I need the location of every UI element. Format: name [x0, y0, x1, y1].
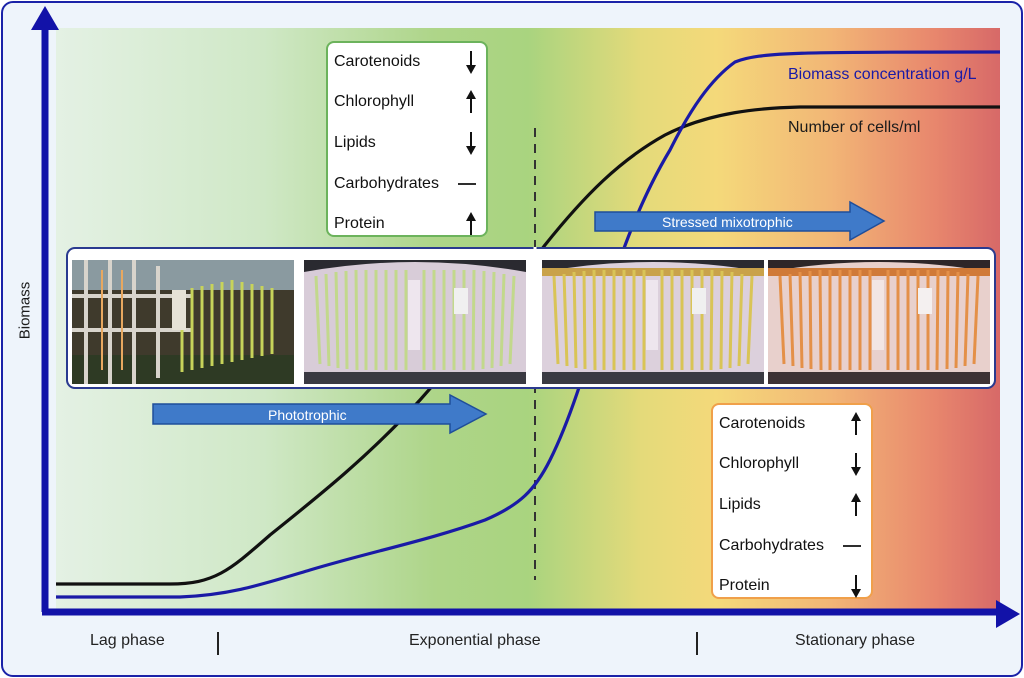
- phase-label-exponential: Exponential phase: [409, 632, 541, 649]
- photobioreactor-photo-orange: [768, 260, 990, 384]
- photobioreactor-photo-yellow: [542, 260, 764, 384]
- composition-panel-early: Carotenoids Chlorophyll Lipids Carbohydr…: [326, 41, 488, 237]
- up-arrow-icon: [851, 493, 861, 516]
- photobioreactor-photo-greenhouse: [72, 260, 294, 384]
- biomass-curve-label: Biomass concentration g/L: [788, 66, 977, 83]
- y-axis-arrowhead: [31, 6, 59, 30]
- stressed-mixotrophic-label: Stressed mixotrophic: [662, 214, 793, 230]
- panel-late-item-chlorophyll: Chlorophyll: [719, 455, 800, 472]
- panel-early-item-carotenoids: Carotenoids: [334, 53, 421, 70]
- panel-late-item-protein: Protein: [719, 577, 770, 594]
- x-axis-arrowhead: [996, 600, 1020, 628]
- up-arrow-icon: [851, 412, 861, 435]
- dash-icon: [843, 545, 861, 547]
- composition-panel-late: Carotenoids Chlorophyll Lipids Carbohydr…: [711, 403, 873, 599]
- up-arrow-icon: [466, 212, 476, 235]
- y-axis-label: Biomass: [16, 281, 34, 340]
- panel-early-item-carbohydrates: Carbohydrates: [334, 175, 439, 192]
- down-arrow-icon: [466, 51, 476, 74]
- panel-late-item-carbohydrates: Carbohydrates: [719, 537, 824, 554]
- phase-label-lag: Lag phase: [90, 632, 165, 649]
- photobioreactor-photo-green: [304, 260, 526, 384]
- panel-late-item-carotenoids: Carotenoids: [719, 415, 806, 432]
- down-arrow-icon: [851, 453, 861, 476]
- photo-strip: [66, 247, 996, 389]
- down-arrow-icon: [851, 575, 861, 598]
- panel-early-item-protein: Protein: [334, 215, 385, 232]
- phase-label-stationary: Stationary phase: [795, 632, 916, 649]
- dash-icon: [458, 183, 476, 185]
- panel-early-item-chlorophyll: Chlorophyll: [334, 93, 415, 110]
- phase-divider-overlay: [533, 247, 537, 389]
- panel-late-item-lipids: Lipids: [719, 496, 761, 513]
- panel-early-item-lipids: Lipids: [334, 134, 376, 151]
- up-arrow-icon: [466, 90, 476, 113]
- stressed-mixotrophic-arrow: [594, 200, 886, 242]
- phototrophic-label: Phototrophic: [268, 407, 347, 423]
- cells-curve-label: Number of cells/ml: [788, 119, 921, 136]
- phototrophic-arrow: [152, 393, 488, 435]
- down-arrow-icon: [466, 132, 476, 155]
